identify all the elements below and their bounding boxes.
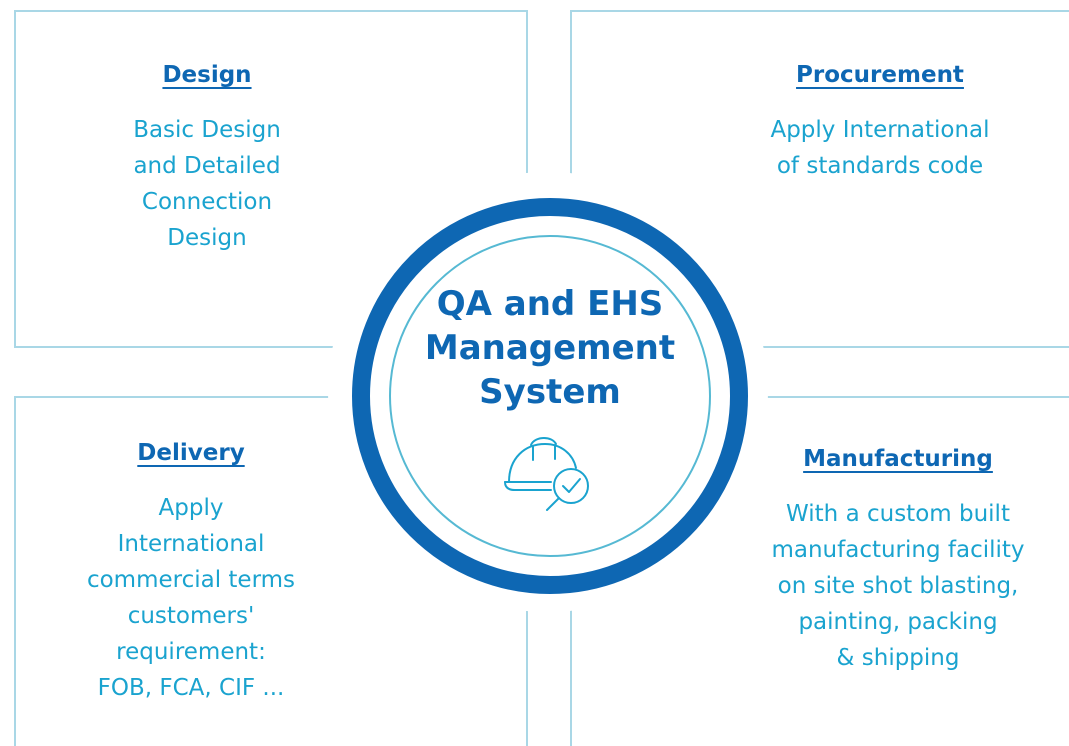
delivery-heading: Delivery — [137, 440, 245, 466]
delivery-text-line: Apply — [158, 495, 224, 521]
delivery-text-line: requirement: — [116, 639, 266, 665]
delivery-text-line: International — [117, 531, 265, 557]
helmet-checkmark-magnifier-icon — [504, 437, 589, 511]
manufacturing-text-line: painting, packing — [798, 609, 998, 635]
manufacturing-text-line: With a custom built — [786, 501, 1010, 527]
design-text-line: Basic Design — [133, 117, 281, 143]
delivery-text-line: customers' — [127, 603, 255, 629]
design-text-line: Connection — [141, 189, 273, 215]
procurement-description: Apply International of standards code — [730, 112, 1030, 184]
center-circle-inner-ring — [389, 235, 711, 557]
design-text-line: and Detailed — [133, 153, 281, 179]
manufacturing-text-line: manufacturing facility — [771, 537, 1025, 563]
manufacturing-text-line: & shipping — [836, 645, 960, 671]
design-heading: Design — [162, 62, 252, 88]
procurement-text-line: of standards code — [776, 153, 984, 179]
center-title-line: Management — [424, 328, 676, 368]
procurement-text-line: Apply International — [770, 117, 990, 143]
delivery-text-line: FOB, FCA, CIF ... — [97, 675, 285, 701]
center-title-line: System — [479, 372, 621, 412]
design-text-line: Design — [167, 225, 247, 251]
center-title-line: QA and EHS — [436, 284, 664, 324]
delivery-description: Apply International commercial terms cus… — [41, 490, 341, 706]
procurement-heading: Procurement — [796, 62, 964, 88]
manufacturing-text-line: on site shot blasting, — [777, 573, 1019, 599]
delivery-text-line: commercial terms — [86, 567, 296, 593]
center-title: QA and EHS Management System — [420, 282, 680, 414]
design-description: Basic Design and Detailed Connection Des… — [57, 112, 357, 256]
manufacturing-heading: Manufacturing — [803, 446, 993, 472]
manufacturing-description: With a custom built manufacturing facili… — [738, 496, 1058, 676]
